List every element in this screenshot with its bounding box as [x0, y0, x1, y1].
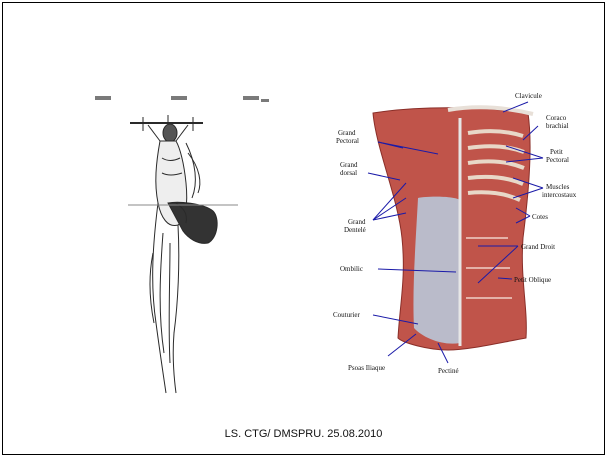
- label-coraco-line2: brachial: [546, 122, 569, 130]
- label-grand-pectoral-line1: Grand: [338, 129, 356, 137]
- decorative-dash: [95, 96, 111, 100]
- decorative-dash: [261, 99, 269, 102]
- decorative-dash: [171, 96, 187, 100]
- label-clavicule: Clavicule: [515, 92, 542, 100]
- label-pectine: Pectiné: [438, 367, 459, 375]
- label-cotes: Cotes: [532, 213, 548, 221]
- label-coraco-line1: Coraco: [546, 114, 567, 122]
- label-ombilic: Ombilic: [340, 265, 363, 273]
- label-petit-pectoral-line1: Petit: [550, 148, 563, 156]
- crucifixion-sketch-icon: [108, 103, 258, 398]
- torso-muscle-diagram: Clavicule Coraco brachial Grand Pectoral…: [328, 88, 603, 388]
- label-psoas-iliaque: Psoas Iliaque: [348, 364, 385, 372]
- decorative-dash: [243, 96, 259, 100]
- slide: Clavicule Coraco brachial Grand Pectoral…: [2, 2, 605, 455]
- label-grand-dentele-line2: Dentelé: [344, 226, 366, 234]
- label-petit-oblique: Petit Oblique: [514, 276, 551, 284]
- label-grand-pectoral-line2: Pectoral: [336, 137, 359, 145]
- label-grand-dorsal-line1: Grand: [340, 161, 358, 169]
- slide-footer: LS. CTG/ DMSPRU. 25.08.2010: [3, 428, 604, 440]
- label-muscles-line2: intercostaux: [542, 191, 577, 199]
- label-petit-pectoral-line2: Pectoral: [546, 156, 569, 164]
- label-muscles-line1: Muscles: [546, 183, 570, 191]
- label-grand-dentele-line1: Grand: [348, 218, 366, 226]
- label-grand-droit: Grand Droit: [521, 243, 555, 251]
- label-couturier: Couturier: [333, 311, 360, 319]
- label-grand-dorsal-line2: dorsal: [340, 169, 357, 177]
